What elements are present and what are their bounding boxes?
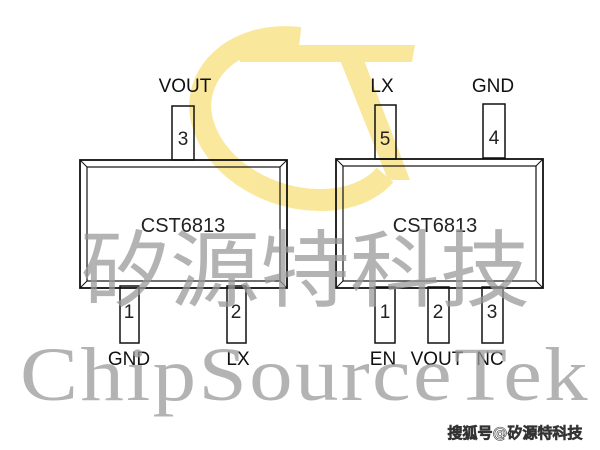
pin-number: 1 (380, 302, 391, 323)
pin-label: EN (370, 349, 396, 370)
pin-number: 2 (433, 302, 444, 323)
pin-label: NC (476, 349, 503, 370)
st-logo-watermark (189, 26, 415, 212)
pin-number: 2 (231, 302, 242, 323)
pin-label: LX (226, 349, 250, 370)
pin-number: 4 (489, 128, 500, 149)
pin-number: 5 (380, 129, 391, 150)
package-2 (335, 103, 544, 344)
part-number: CST6813 (393, 215, 478, 237)
part-number: CST6813 (141, 215, 226, 237)
pin-4 (482, 103, 506, 159)
pin-label: VOUT (411, 349, 464, 370)
package-body (335, 158, 544, 289)
pin-2 (226, 285, 247, 344)
pin-label: LX (370, 76, 394, 97)
package-1 (79, 105, 288, 344)
watermark-english: ChipSourceTek (20, 333, 590, 417)
pin-number: 3 (487, 302, 498, 323)
source-credit: 搜狐号@矽源特科技 (447, 424, 583, 442)
pin-number: 3 (178, 129, 189, 150)
watermark-chinese: 矽源特科技 (80, 222, 530, 320)
pin-2 (427, 286, 450, 344)
pin-3 (481, 286, 504, 344)
pin-label: GND (108, 349, 150, 370)
pin-1 (119, 285, 140, 344)
pin-label: VOUT (159, 76, 212, 97)
package-body (79, 159, 288, 289)
pin-number: 1 (124, 302, 135, 323)
pin-1 (374, 286, 396, 344)
pin-label: GND (472, 76, 514, 97)
